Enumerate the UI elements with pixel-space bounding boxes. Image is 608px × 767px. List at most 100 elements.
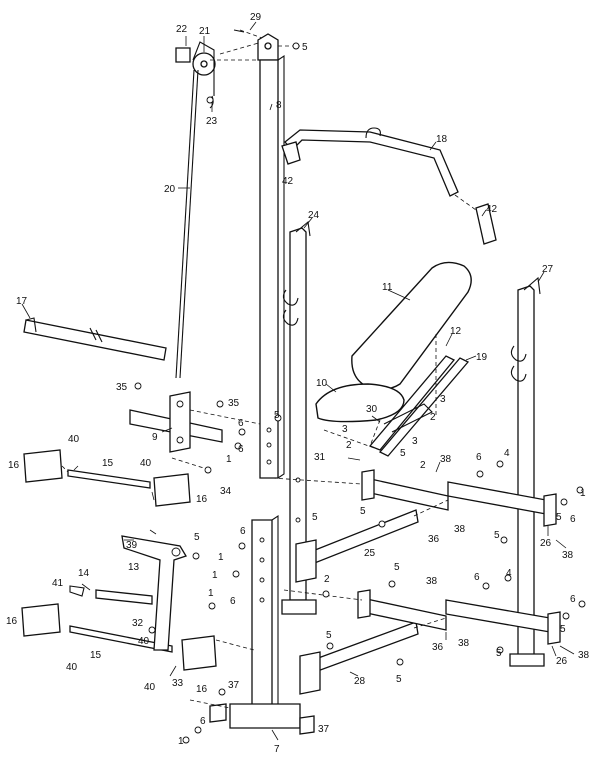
label-5: 5	[194, 532, 200, 543]
label-16: 16	[6, 616, 18, 627]
bolt-35	[216, 400, 224, 408]
handle-grip-left	[281, 141, 301, 165]
label-38: 38	[426, 576, 438, 587]
label-1: 1	[580, 488, 586, 499]
label-14: 14	[78, 568, 90, 579]
bolt-guide	[239, 29, 263, 39]
label-40: 40	[144, 682, 156, 693]
bolt-1	[234, 442, 242, 450]
label-15: 15	[102, 458, 114, 469]
cap-bolt-hole	[264, 42, 272, 50]
hook-23	[206, 96, 214, 104]
label-40: 40	[66, 662, 78, 673]
bracket-plate	[169, 391, 191, 453]
bolt-1	[182, 736, 190, 744]
cross-member-28	[299, 621, 419, 695]
back-pad	[351, 261, 472, 391]
rod-15	[69, 625, 173, 653]
handle-grip-right	[475, 203, 497, 245]
label-42: 42	[282, 176, 294, 187]
label-16: 16	[8, 460, 20, 471]
nut-5	[378, 520, 386, 528]
label-20: 20	[164, 184, 176, 195]
label-5: 5	[496, 648, 502, 659]
upright-side-face	[277, 54, 285, 479]
upright-24	[281, 220, 317, 615]
pulley-bracket	[175, 47, 191, 63]
front-base-plate	[229, 703, 301, 729]
nut-5	[500, 536, 508, 544]
label-31: 31	[314, 452, 326, 463]
washer-6	[476, 470, 484, 478]
bolt-hole	[176, 436, 184, 444]
rear-frame-lower	[357, 589, 561, 645]
washer-6	[562, 612, 570, 620]
bar-17-tube	[23, 319, 167, 361]
label-6: 6	[476, 452, 482, 463]
seat-bracket	[383, 403, 433, 433]
lat-bar-18	[281, 127, 497, 245]
end-plate-26	[547, 611, 561, 645]
label-26: 26	[556, 656, 568, 667]
bar-hook-upper	[510, 345, 527, 362]
cable-hook-top	[209, 95, 214, 109]
rod-15-upper	[61, 465, 151, 489]
bolt-hole	[176, 400, 184, 408]
label-16: 16	[196, 684, 208, 695]
label-6: 6	[240, 526, 246, 537]
label-38: 38	[454, 524, 466, 535]
front-upright-7	[209, 514, 315, 735]
pulley-housing	[192, 41, 215, 96]
nut-5	[322, 590, 330, 598]
main-upright-8	[239, 29, 300, 479]
lever-arm	[121, 535, 187, 651]
label-23: 23	[206, 116, 218, 127]
label-28: 28	[354, 676, 366, 687]
hole	[259, 597, 265, 603]
foam-pads	[21, 449, 217, 671]
label-1: 1	[212, 570, 218, 581]
label-6: 6	[238, 444, 244, 455]
label-5: 5	[556, 512, 562, 523]
label-25: 25	[364, 548, 376, 559]
washer-6	[208, 602, 216, 610]
label-13: 13	[128, 562, 140, 573]
washer-6	[238, 542, 246, 550]
seat-10	[315, 383, 405, 423]
label-6: 6	[200, 716, 206, 727]
label-40: 40	[138, 636, 150, 647]
label-5: 5	[560, 624, 566, 635]
bolt-1	[218, 688, 226, 696]
label-37: 37	[318, 724, 330, 735]
label-4: 4	[504, 448, 510, 459]
label-35: 35	[116, 382, 128, 393]
hardware	[134, 29, 586, 744]
label-30: 30	[366, 404, 378, 415]
label-5: 5	[312, 512, 318, 523]
label-39: 39	[126, 540, 138, 551]
label-7: 7	[274, 744, 280, 755]
hole	[259, 577, 265, 583]
front-tube-side	[271, 514, 279, 709]
hole	[295, 517, 301, 523]
upright-hole	[266, 442, 272, 448]
end-plate-26	[543, 493, 557, 527]
bar-17	[23, 317, 167, 361]
label-17: 17	[16, 296, 28, 307]
label-5: 5	[326, 630, 332, 641]
bar-break	[89, 327, 103, 343]
back-support-frame	[368, 334, 470, 457]
bolt-1	[232, 570, 240, 578]
end-cap-37	[299, 715, 315, 735]
bolt-32	[148, 626, 156, 634]
nut-5	[292, 42, 300, 50]
rod-15-lower	[69, 625, 173, 653]
pulley-assembly	[175, 41, 263, 379]
part-labels: 22 21 29 5 23 8 18 42 20 42 24 27 11 17 …	[6, 12, 590, 755]
label-38: 38	[562, 550, 574, 561]
nut-5	[274, 414, 282, 422]
label-29: 29	[250, 12, 262, 23]
label-18: 18	[436, 134, 448, 145]
